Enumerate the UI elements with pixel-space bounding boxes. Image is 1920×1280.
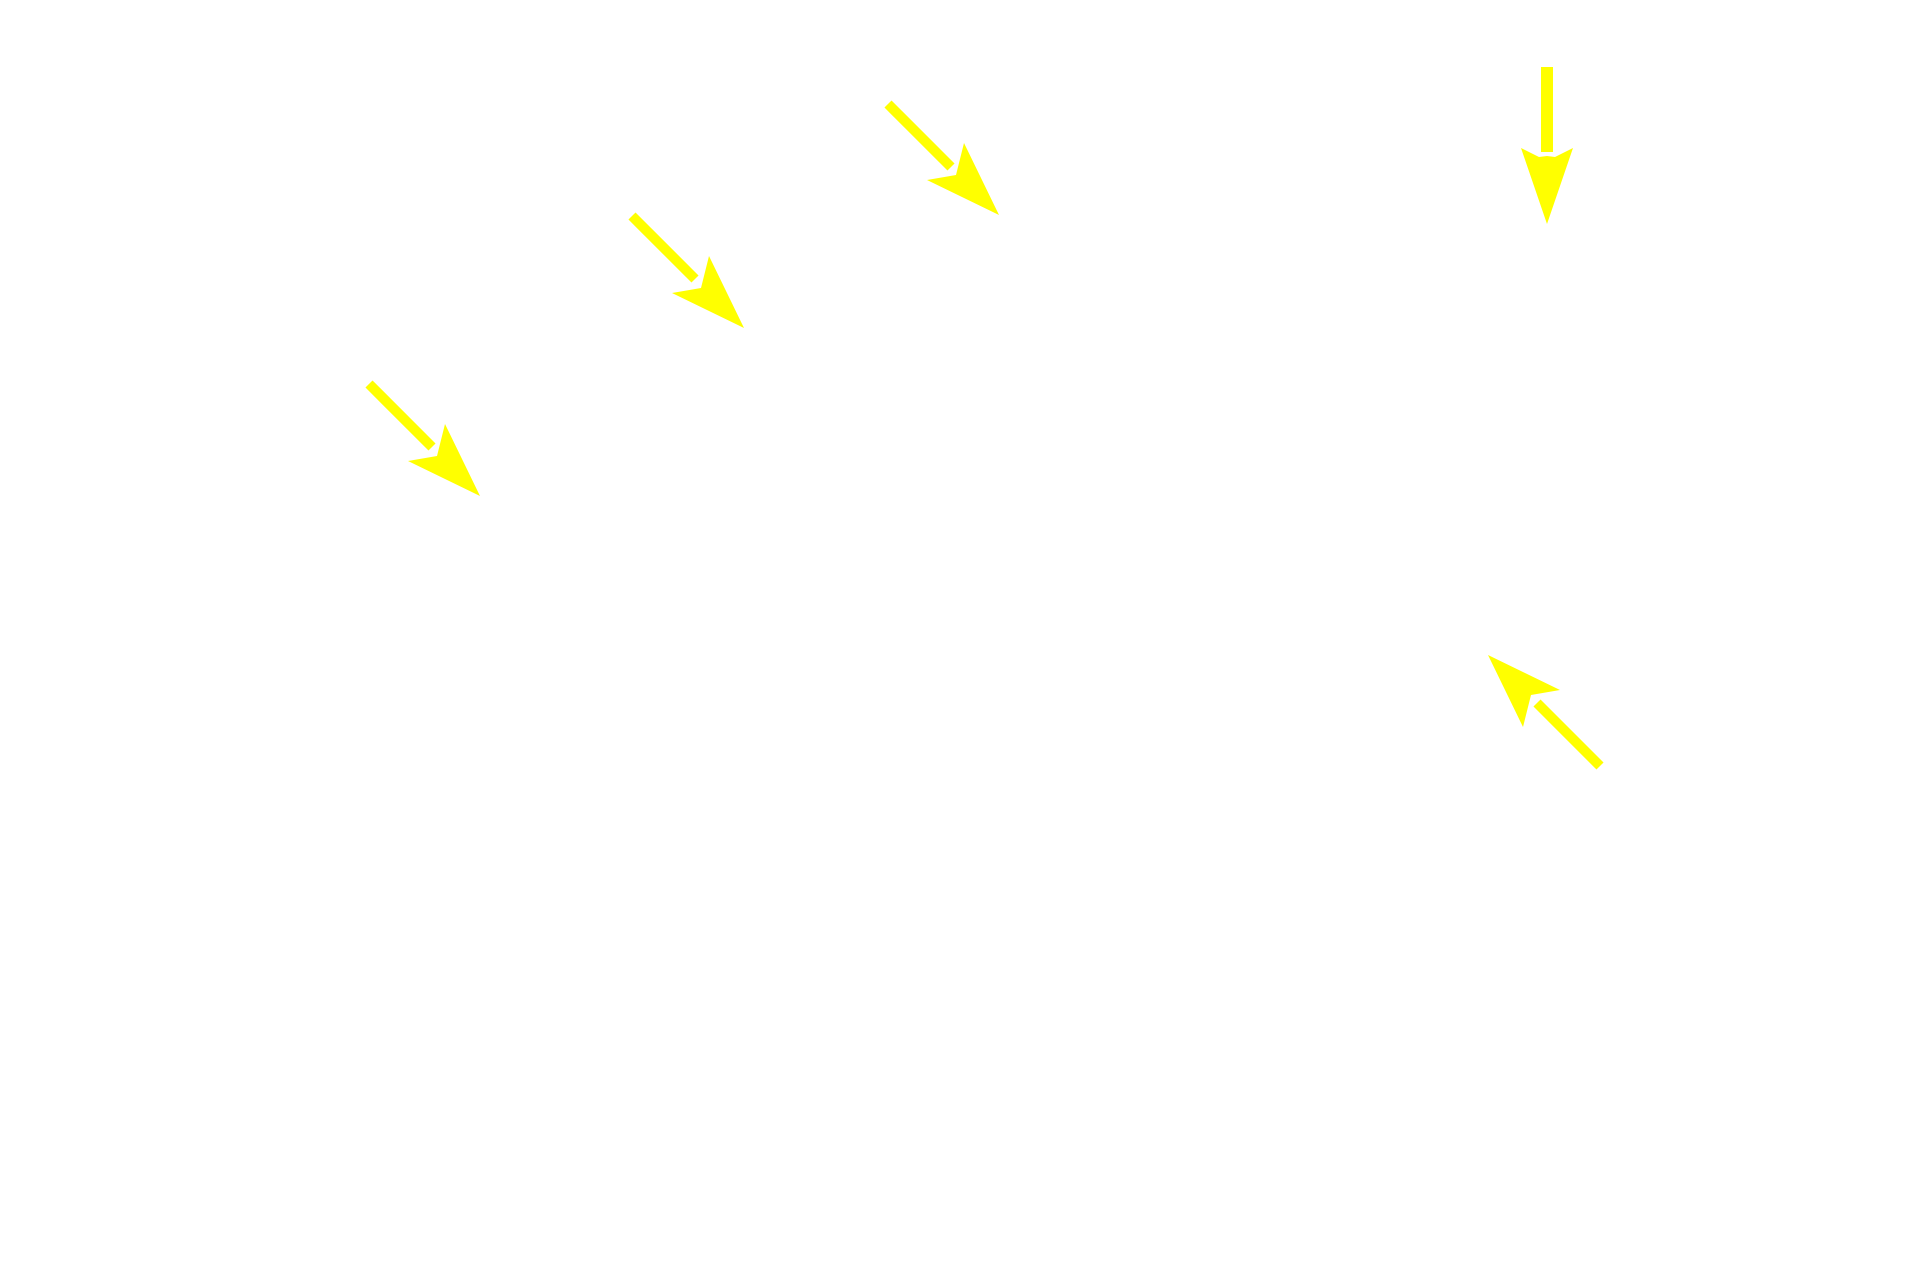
arrow-down-right-icon [365,380,480,496]
arrow-down-right-icon [628,212,744,328]
arrow-down-icon [1521,67,1573,224]
arrow-up-left-icon [1488,655,1604,770]
arrow-down-right-icon [884,100,999,215]
